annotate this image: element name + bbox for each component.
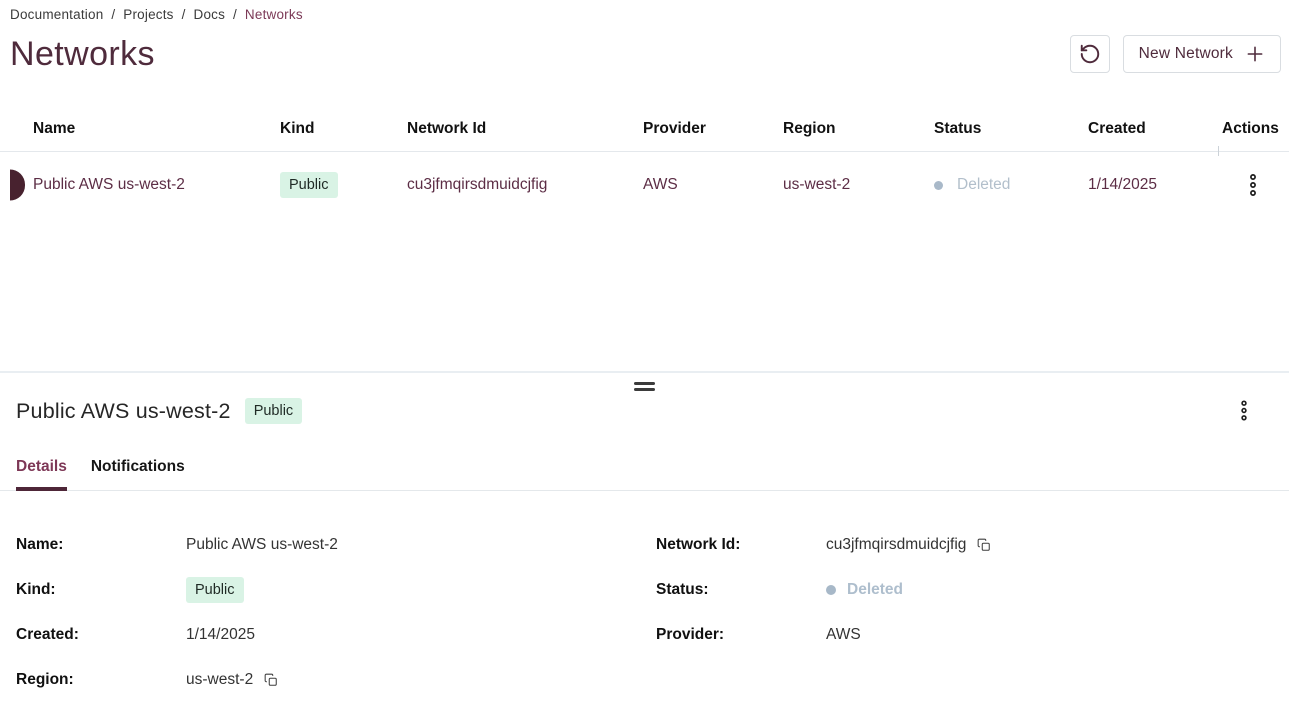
field-status-label: Status: (656, 580, 709, 598)
field-kind: Kind: Public (16, 576, 656, 603)
status-text: Deleted (957, 176, 1011, 193)
field-provider: Provider: AWS (656, 626, 1273, 644)
tab-details[interactable]: Details (16, 458, 67, 491)
column-header-status: Status (934, 120, 982, 137)
cell-actions (1222, 173, 1289, 197)
breadcrumb-separator: / (181, 7, 186, 22)
new-network-button-label: New Network (1138, 45, 1233, 62)
column-header-network-id: Network Id (407, 120, 487, 137)
page-header: Networks New Network (0, 34, 1289, 74)
copy-network-id-button[interactable] (977, 538, 991, 552)
cell-kind: Public (280, 172, 338, 198)
network-id-text: cu3jfmqirsdmuidcjfig (826, 535, 967, 553)
page-title: Networks (10, 35, 155, 73)
column-header-name: Name (33, 120, 76, 137)
actions-column-divider (1218, 146, 1219, 156)
breadcrumb-item-projects[interactable]: Projects (123, 7, 174, 22)
panel-title: Public AWS us-west-2 (16, 398, 231, 423)
region-text: us-west-2 (186, 670, 254, 688)
field-status-value: Deleted (826, 581, 903, 599)
field-status: Status: Deleted (656, 581, 1273, 599)
field-provider-value: AWS (826, 625, 861, 643)
field-provider-label: Provider: (656, 625, 725, 643)
copy-icon (977, 538, 991, 552)
tab-notifications[interactable]: Notifications (90, 457, 185, 475)
column-header-region: Region (783, 120, 836, 137)
details-section: Name: Public AWS us-west-2 Kind: Public … (0, 491, 1289, 716)
breadcrumb-item-docs[interactable]: Docs (193, 7, 226, 22)
content-spacer (0, 218, 1289, 371)
breadcrumb: Documentation / Projects / Docs / Networ… (0, 0, 1289, 22)
selected-row-indicator (10, 169, 25, 201)
field-name-value: Public AWS us-west-2 (186, 535, 338, 553)
status-text: Deleted (847, 580, 903, 598)
status-dot-icon (934, 180, 943, 190)
field-kind-label: Kind: (16, 580, 56, 598)
table-header-row: Name Kind Network Id Provider Region Sta… (0, 120, 1289, 156)
kind-badge: Public (280, 172, 338, 198)
field-region: Region: us-west-2 (16, 671, 656, 689)
breadcrumb-separator: / (233, 7, 237, 22)
details-column-right: Network Id: cu3jfmqirsdmuidcjfig Statu (656, 536, 1273, 716)
rotate-ccw-icon (1079, 43, 1101, 65)
detail-panel: Public AWS us-west-2 Public Details Noti… (0, 371, 1289, 716)
panel-tabs: Details Notifications (0, 458, 1289, 491)
column-header-kind: Kind (280, 120, 315, 137)
breadcrumb-current-networks: Networks (244, 7, 303, 22)
panel-drag-handle[interactable] (634, 382, 655, 391)
table-row[interactable]: Public AWS us-west-2 Public cu3jfmqirsdm… (0, 152, 1289, 218)
kebab-vertical-icon (1237, 400, 1251, 421)
breadcrumb-separator: / (111, 7, 116, 22)
panel-header: Public AWS us-west-2 Public (0, 397, 1289, 425)
networks-table: Name Kind Network Id Provider Region Sta… (0, 120, 1289, 218)
cell-provider: AWS (643, 176, 678, 193)
cell-status: Deleted (934, 176, 1088, 194)
details-column-left: Name: Public AWS us-west-2 Kind: Public … (16, 536, 656, 716)
drag-handle-bar (634, 388, 655, 391)
field-network-id: Network Id: cu3jfmqirsdmuidcjfig (656, 536, 1273, 554)
field-created-label: Created: (16, 625, 79, 643)
kebab-vertical-icon (1245, 173, 1261, 197)
cell-name: Public AWS us-west-2 (33, 176, 185, 193)
cell-region: us-west-2 (783, 176, 851, 193)
row-actions-button[interactable] (1245, 173, 1261, 197)
kind-badge: Public (186, 576, 244, 603)
drag-handle-bar (634, 382, 655, 385)
new-network-button[interactable]: New Network (1122, 35, 1281, 73)
cell-created: 1/14/2025 (1088, 176, 1157, 193)
column-header-created: Created (1088, 120, 1146, 137)
field-kind-value: Public (186, 576, 244, 603)
field-created: Created: 1/14/2025 (16, 626, 656, 644)
status-dot-icon (826, 584, 836, 595)
field-name: Name: Public AWS us-west-2 (16, 536, 656, 554)
copy-icon (264, 673, 278, 687)
field-network-id-label: Network Id: (656, 535, 741, 553)
plus-icon (1245, 44, 1265, 64)
field-created-value: 1/14/2025 (186, 625, 255, 643)
refresh-button[interactable] (1069, 35, 1110, 73)
copy-region-button[interactable] (264, 673, 278, 687)
column-header-actions: Actions (1222, 120, 1279, 137)
field-network-id-value: cu3jfmqirsdmuidcjfig (826, 536, 991, 554)
panel-actions-button[interactable] (1237, 400, 1251, 421)
field-region-label: Region: (16, 670, 74, 688)
cell-network-id: cu3jfmqirsdmuidcjfig (407, 176, 548, 193)
panel-kind-badge: Public (244, 397, 303, 424)
field-region-value: us-west-2 (186, 671, 278, 689)
field-name-label: Name: (16, 535, 64, 553)
header-actions: New Network (1069, 35, 1281, 73)
breadcrumb-item-documentation[interactable]: Documentation (10, 7, 104, 22)
column-header-provider: Provider (643, 120, 706, 137)
